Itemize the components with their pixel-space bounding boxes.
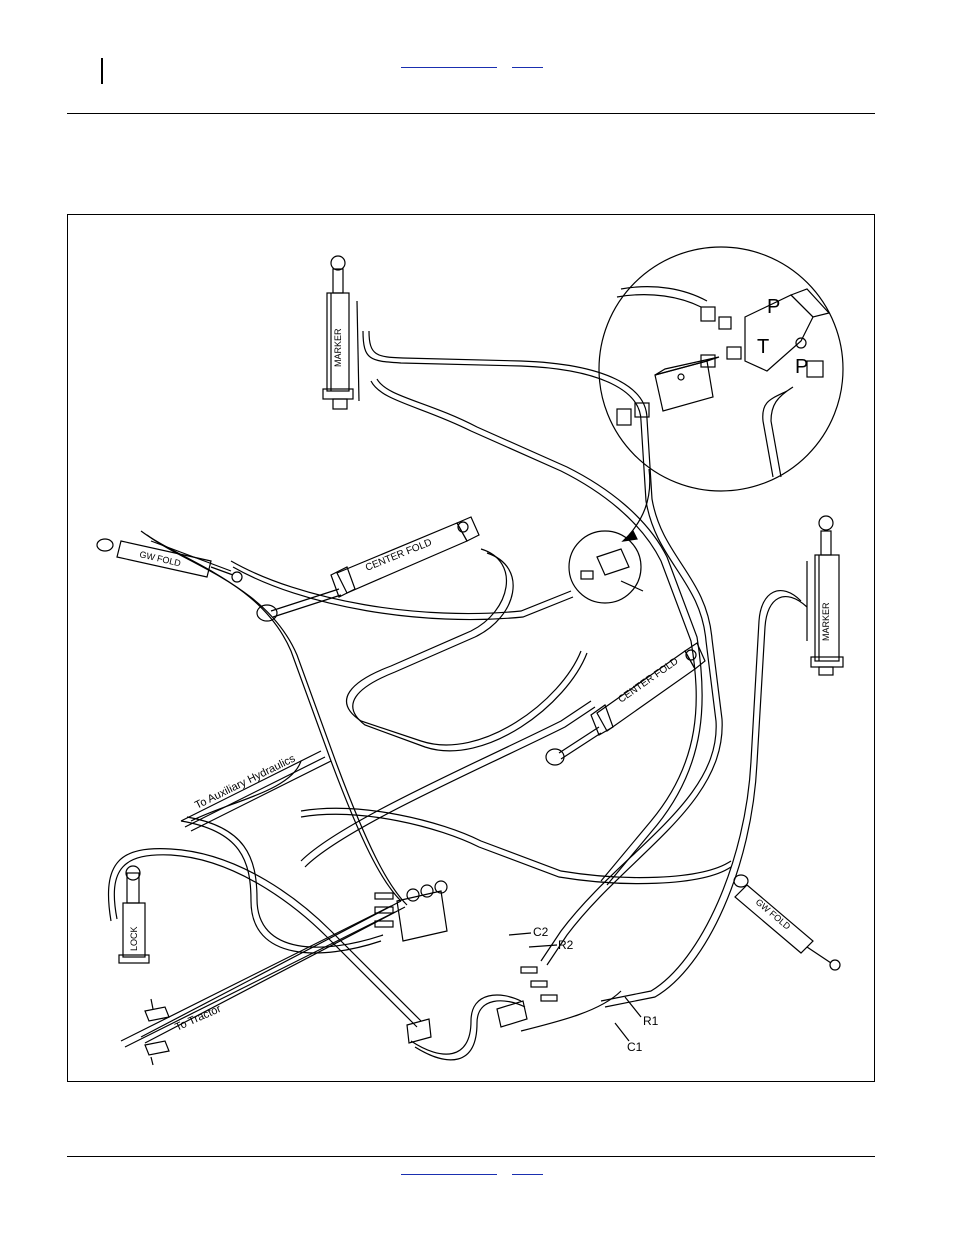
center-fold-top-label: CENTER FOLD [364,537,434,574]
header-link-2[interactable] [512,67,543,68]
label-t: T [757,336,769,358]
center-fold-bottom-label: CENTER FOLD [616,656,680,705]
wing-fold-right-label: GW FOLD [754,897,793,932]
marker-left-label: MARKER [333,328,343,367]
label-p-top: P [767,296,780,318]
label-r1: R1 [643,1014,659,1028]
leader-r2 [529,945,557,947]
header-rule [67,113,875,114]
hose-lines [109,331,808,1060]
selector-valve [375,881,447,941]
marker-cylinder-right [807,516,843,675]
lower-manifold [407,967,557,1043]
label-c1: C1 [627,1040,643,1054]
valve-callout-source [569,531,643,603]
change-bar [101,58,103,84]
label-r2: R2 [558,938,574,952]
lock-label: LOCK [129,926,139,951]
hydraulic-diagram: To Auxiliary Hydraulics To Tractor C2 R2… [68,215,874,1081]
center-fold-cylinder-bottom [546,643,705,765]
header-link-1[interactable] [401,67,497,68]
footer-link-2[interactable] [512,1174,543,1175]
label-p-right: P [795,356,808,378]
leader-c2 [509,933,531,935]
label-c2: C2 [533,925,549,939]
leader-c1 [615,1023,629,1041]
callout-arrow-head [623,531,637,541]
marker-right-label: MARKER [821,602,831,641]
footer-rule [67,1156,875,1157]
figure-frame: To Auxiliary Hydraulics To Tractor C2 R2… [67,214,875,1082]
callout-arrow [629,469,650,535]
footer-link-1[interactable] [401,1174,497,1175]
